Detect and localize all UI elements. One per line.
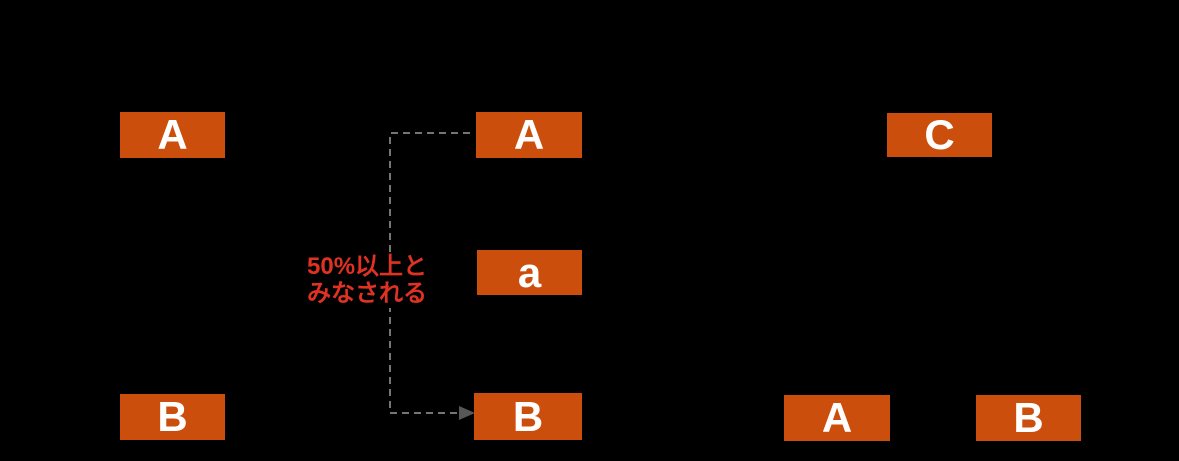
arrowhead-icon — [459, 406, 475, 420]
box-middle-sub: a — [477, 250, 582, 295]
box-right-bottom-left: A — [784, 395, 890, 441]
box-middle-top: A — [476, 112, 582, 158]
box-middle-bottom: B — [474, 393, 582, 440]
box-left-top: A — [120, 112, 225, 158]
annotation-line-1: 50%以上と — [307, 253, 428, 280]
box-left-bottom: B — [120, 394, 225, 440]
box-right-bottom-right: B — [976, 395, 1081, 441]
annotation-line-2: みなされる — [307, 280, 427, 307]
annotation-label: 50%以上と みなされる — [303, 252, 468, 308]
box-right-top: C — [887, 113, 992, 157]
